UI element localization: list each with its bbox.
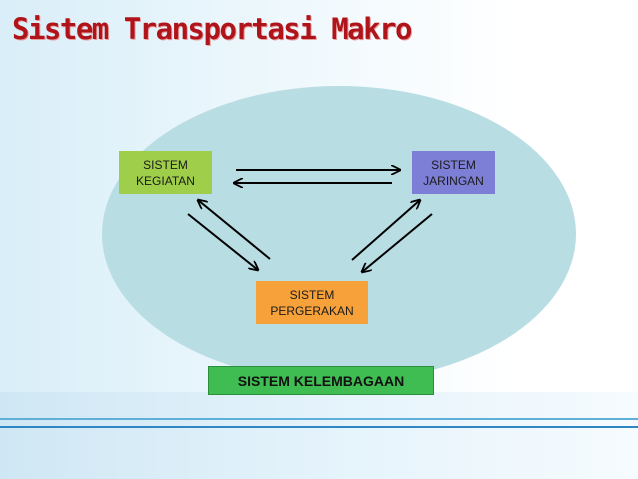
node-label-line2: JARINGAN xyxy=(423,173,484,188)
arrow-kegiatan-to-pergerakan xyxy=(187,213,258,270)
arrow-pergerakan-to-jaringan xyxy=(351,200,420,261)
decor-stripe xyxy=(0,418,638,420)
node-sistem-jaringan: SISTEM JARINGAN xyxy=(412,151,495,194)
arrow-pergerakan-to-kegiatan xyxy=(198,200,271,260)
system-ellipse xyxy=(102,86,576,382)
node-sistem-kegiatan: SISTEM KEGIATAN xyxy=(119,151,212,194)
decor-stripe xyxy=(0,426,638,428)
slide-title: Sistem Transportasi Makro xyxy=(12,12,413,46)
node-label-line2: KEGIATAN xyxy=(136,173,195,188)
node-label-line2: PERGERAKAN xyxy=(270,303,354,318)
node-label-line1: SISTEM xyxy=(431,157,476,172)
node-sistem-kelembagaan: SISTEM KELEMBAGAAN xyxy=(208,366,434,395)
bottom-band xyxy=(0,392,638,479)
node-label-line1: SISTEM xyxy=(289,287,335,302)
node-label-line1: SISTEM xyxy=(143,157,188,172)
node-label: SISTEM KELEMBAGAAN xyxy=(237,372,405,389)
node-sistem-pergerakan: SISTEM PERGERAKAN xyxy=(256,281,368,324)
arrow-jaringan-to-pergerakan xyxy=(362,213,433,272)
